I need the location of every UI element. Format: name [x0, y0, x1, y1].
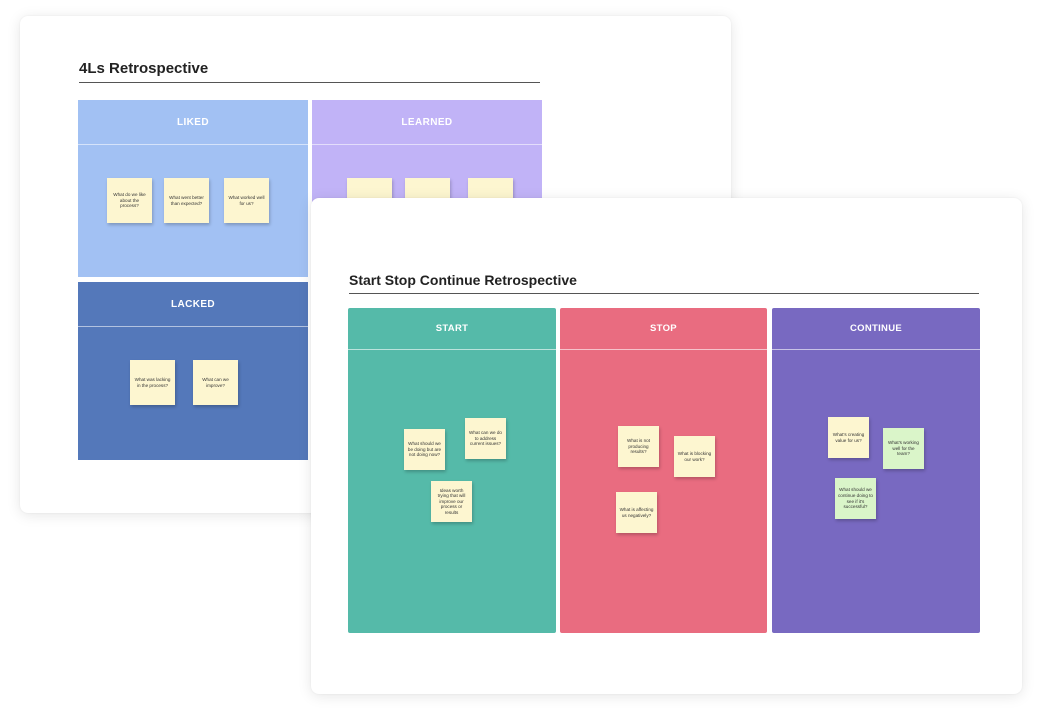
sticky-note[interactable]: What should we be doing but are not doin…	[404, 429, 445, 470]
column-continue-header: CONTINUE	[772, 308, 980, 350]
quadrant-liked-header: LIKED	[78, 100, 308, 145]
column-start-header: START	[348, 308, 556, 350]
board-start-stop-continue[interactable]: Start Stop Continue Retrospective START …	[311, 198, 1022, 694]
sticky-note[interactable]: What can we do to address current issues…	[465, 418, 506, 459]
sticky-note[interactable]: What can we improve?	[193, 360, 238, 405]
column-stop-header: STOP	[560, 308, 767, 350]
column-start[interactable]: START What should we be doing but are no…	[348, 308, 556, 633]
sticky-note[interactable]: What's creating value for us?	[828, 417, 869, 458]
sticky-note[interactable]: What is blocking our work?	[674, 436, 715, 477]
title-divider	[349, 293, 979, 294]
column-continue[interactable]: CONTINUE What's creating value for us? W…	[772, 308, 980, 633]
sticky-note[interactable]: What is affecting us negatively?	[616, 492, 657, 533]
sticky-note[interactable]: What should we continue doing to see if …	[835, 478, 876, 519]
sticky-note[interactable]: What went better than expected?	[164, 178, 209, 223]
sticky-note[interactable]: What is not producing results?	[618, 426, 659, 467]
sticky-note[interactable]: What do we like about the process?	[107, 178, 152, 223]
sticky-note[interactable]: Ideas worth trying that will improve our…	[431, 481, 472, 522]
quadrant-lacked-header: LACKED	[78, 282, 308, 327]
column-stop[interactable]: STOP What is not producing results? What…	[560, 308, 767, 633]
title-divider	[79, 82, 540, 83]
quadrant-learned-header: LEARNED	[312, 100, 542, 145]
board-title-ssc: Start Stop Continue Retrospective	[349, 272, 577, 288]
sticky-note[interactable]: What worked well for us?	[224, 178, 269, 223]
quadrant-liked[interactable]: LIKED What do we like about the process?…	[78, 100, 308, 277]
sticky-note[interactable]: What's working well for the team?	[883, 428, 924, 469]
board-title-4ls: 4Ls Retrospective	[79, 60, 209, 77]
sticky-note[interactable]: What was lacking in the process?	[130, 360, 175, 405]
quadrant-lacked[interactable]: LACKED What was lacking in the process? …	[78, 282, 308, 460]
